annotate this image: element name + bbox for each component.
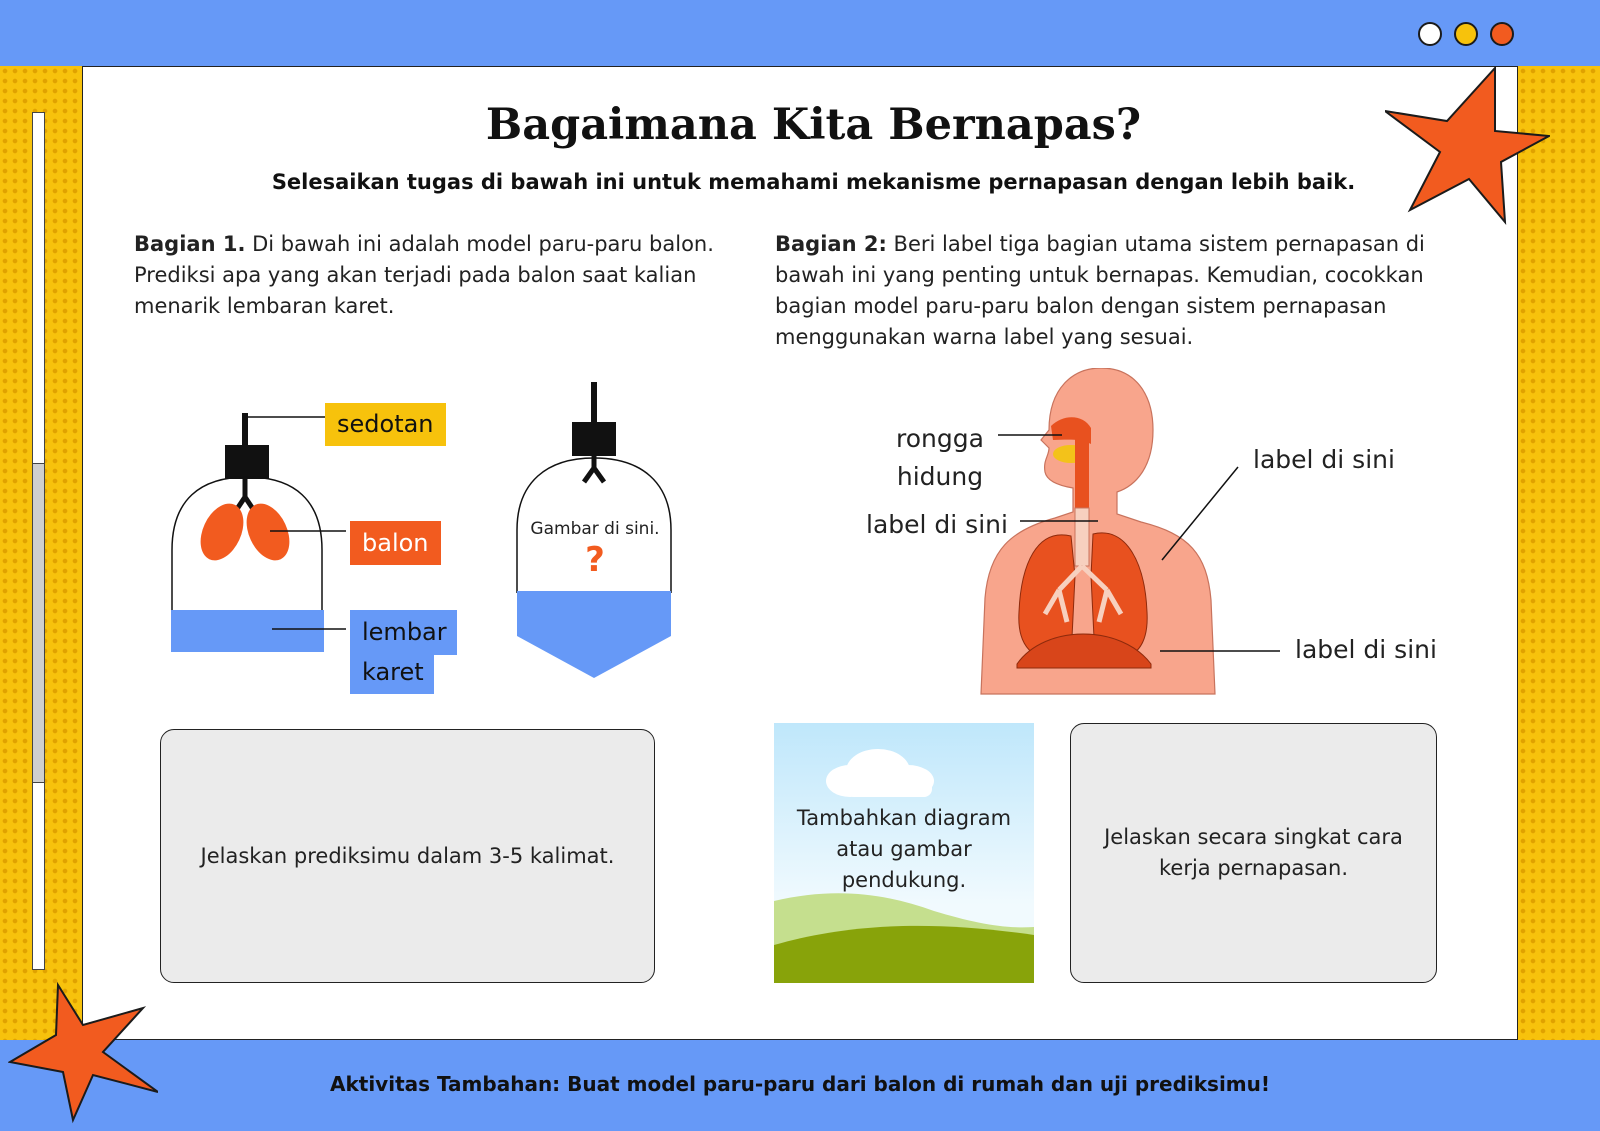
window-dot-yellow[interactable] bbox=[1454, 22, 1478, 46]
breathing-prompt: Jelaskan secara singkat cara kerja perna… bbox=[1104, 825, 1403, 880]
label-nasal-line2: hidung bbox=[896, 462, 984, 491]
rubber-sheet bbox=[171, 610, 324, 652]
part1-instructions: Bagian 1. Di bawah ini adalah model paru… bbox=[134, 229, 734, 322]
part1-text: Di bawah ini adalah model paru-paru balo… bbox=[134, 232, 714, 318]
star-bottom-left-icon bbox=[8, 981, 158, 1124]
breathing-explanation-box[interactable]: Jelaskan secara singkat cara kerja perna… bbox=[1070, 723, 1437, 983]
label-balloon: balon bbox=[350, 521, 441, 565]
throat-shape bbox=[1075, 428, 1089, 508]
label-sheet-line1: lembar bbox=[350, 610, 457, 655]
part1-heading: Bagian 1. bbox=[134, 232, 246, 256]
label-nasal-line1: rongga bbox=[896, 424, 984, 453]
scrollbar-thumb[interactable] bbox=[33, 463, 44, 783]
bottle-outline bbox=[171, 476, 323, 610]
picture-prompt: Tambahkan diagram atau gambar pendukung. bbox=[796, 806, 1012, 892]
landscape-illustration bbox=[774, 749, 1034, 983]
part2-text: Beri label tiga bagian utama sistem pern… bbox=[775, 232, 1425, 349]
empty-bottle-fork bbox=[581, 456, 607, 484]
bronchi bbox=[1042, 564, 1124, 623]
window-controls bbox=[1418, 22, 1514, 46]
respiratory-pointer-lines bbox=[998, 434, 1280, 652]
supporting-picture-placeholder[interactable]: Tambahkan diagram atau gambar pendukung. bbox=[774, 723, 1034, 983]
label-lungs: label di sini bbox=[1253, 445, 1395, 474]
respiratory-system-illustration bbox=[980, 368, 1216, 695]
empty-bottle-stopper bbox=[572, 422, 616, 456]
question-mark-icon: ? bbox=[585, 540, 605, 580]
empty-bottle-outline bbox=[516, 457, 672, 593]
empty-bottle-drawing bbox=[516, 382, 672, 678]
footer-extra-activity: Aktivitas Tambahan: Buat model paru-paru… bbox=[329, 1072, 1270, 1096]
page-title: Bagaimana Kita Bernapas? bbox=[485, 100, 1142, 150]
right-balloon bbox=[246, 503, 290, 561]
star-top-right-icon bbox=[1385, 66, 1550, 225]
straw-fork bbox=[234, 479, 256, 511]
diaphragm bbox=[1016, 633, 1152, 669]
hill-front bbox=[774, 925, 1034, 983]
label-sheet-line2: karet bbox=[350, 654, 434, 694]
bottle-stopper bbox=[225, 445, 269, 479]
left-balloon bbox=[200, 503, 244, 561]
right-dot-pattern bbox=[1518, 66, 1600, 1040]
vertical-scrollbar[interactable] bbox=[32, 112, 45, 970]
balloon-lung-model bbox=[171, 413, 346, 652]
part2-heading: Bagian 2: bbox=[775, 232, 887, 256]
prediction-answer-box[interactable]: Jelaskan prediksimu dalam 3-5 kalimat. bbox=[160, 729, 655, 983]
lung-pointer-line bbox=[1161, 466, 1239, 561]
empty-bottle-sheet bbox=[517, 591, 671, 678]
page-subtitle: Selesaikan tugas di bawah ini untuk mema… bbox=[271, 170, 1356, 194]
label-straw: sedotan bbox=[325, 403, 446, 446]
part2-instructions: Bagian 2: Beri label tiga bagian utama s… bbox=[775, 229, 1455, 353]
cloud-icon bbox=[826, 749, 934, 797]
label-trachea: label di sini bbox=[866, 510, 1008, 539]
prediction-prompt: Jelaskan prediksimu dalam 3-5 kalimat. bbox=[200, 843, 615, 868]
window-dot-white[interactable] bbox=[1418, 22, 1442, 46]
window-dot-orange[interactable] bbox=[1490, 22, 1514, 46]
label-diaphragm: label di sini bbox=[1295, 635, 1437, 664]
draw-here-text: Gambar di sini. bbox=[530, 519, 660, 539]
